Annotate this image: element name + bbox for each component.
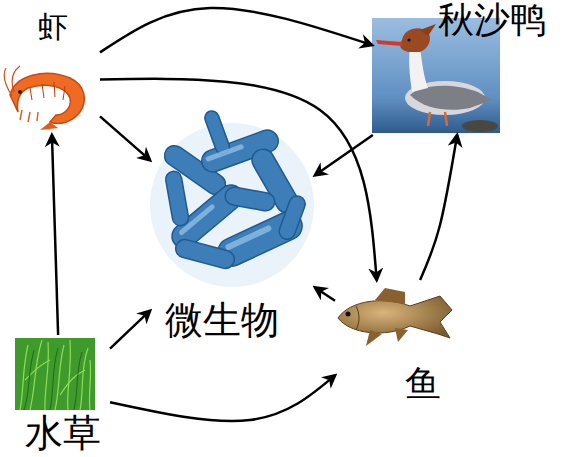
fish-picture (338, 288, 452, 346)
energy-flow-arrow (315, 288, 335, 301)
food-web-node: 微生物 (150, 120, 315, 345)
energy-flow-arrow (52, 135, 58, 335)
energy-flow-arrow (315, 135, 373, 175)
energy-flow-arrow (420, 135, 457, 280)
microbe-picture (150, 109, 314, 287)
food-web-node: 鱼 (335, 280, 460, 405)
energy-flow-arrow (110, 311, 150, 349)
organism-label: 鱼 (405, 364, 441, 404)
energy-flow-arrow (100, 79, 377, 280)
energy-flow-arrow (100, 116, 150, 160)
organism-label: 虾 (38, 10, 68, 43)
energy-flow-arrow (100, 8, 372, 52)
grass-picture (15, 338, 95, 410)
food-web-node: 秋沙鸭 (372, 0, 568, 135)
organism-label: 微生物 (165, 300, 279, 342)
shrimp-picture (4, 66, 84, 130)
food-web-node: 水草 (10, 335, 110, 457)
organism-label: 水草 (25, 413, 101, 455)
organism-label: 秋沙鸭 (438, 0, 546, 40)
food-web-node: 虾 (0, 10, 100, 135)
energy-flow-arrow (110, 375, 335, 421)
